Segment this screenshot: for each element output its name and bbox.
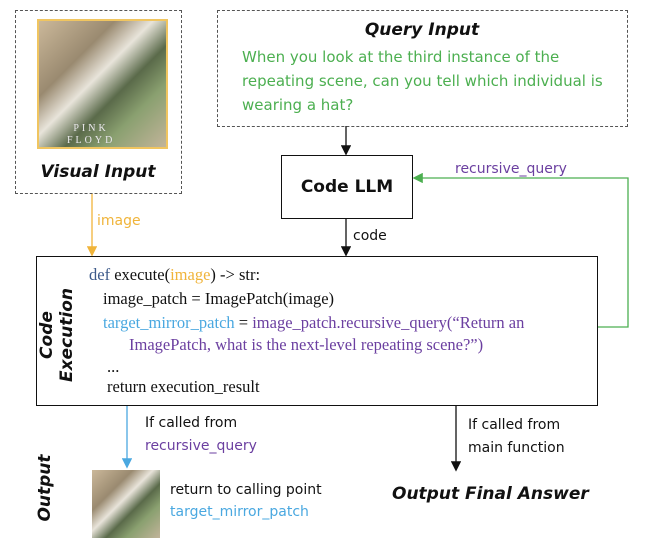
- assign: =: [234, 313, 253, 332]
- final-answer: Output Final Answer: [392, 484, 589, 504]
- target-var: target_mirror_patch: [103, 313, 235, 332]
- fn-rest: ) -> str:: [210, 265, 261, 284]
- query-input-box: Query Input When you look at the third i…: [217, 10, 628, 127]
- def-keyword: def: [89, 265, 111, 284]
- left-branch-line1: If called from: [145, 415, 238, 431]
- fn-name: execute(: [110, 265, 171, 284]
- visual-input-title: Visual Input: [40, 162, 156, 182]
- code-edge-label: code: [353, 228, 387, 244]
- query-input-title: Query Input: [364, 20, 480, 40]
- code-line-4: ImagePatch, what is the next-level repea…: [129, 335, 484, 354]
- code-line-5: ...: [107, 357, 120, 376]
- code-line-6: return execution_result: [107, 377, 260, 396]
- recursive-query-arrow: [412, 172, 629, 328]
- right-branch-line1: If called from: [468, 417, 561, 433]
- album-cover-text: PINK FLOYD: [67, 123, 116, 146]
- left-branch-line2: recursive_query: [145, 438, 257, 454]
- recursive-query-edge-label: recursive_query: [455, 161, 567, 177]
- code-line-2: image_patch = ImagePatch(image): [103, 289, 335, 308]
- code-llm-box: Code LLM: [281, 155, 413, 219]
- recursive-call: image_patch.recursive_query(“Return an: [252, 313, 525, 332]
- input-image: PINK FLOYD: [37, 19, 168, 149]
- code-line-1: def execute(image) -> str:: [89, 263, 260, 287]
- visual-input-box: PINK FLOYD Visual Input: [15, 10, 182, 194]
- right-branch-line2: main function: [468, 440, 565, 456]
- return-text: return to calling point: [170, 482, 322, 498]
- code-execution-title: Code Execution: [37, 287, 77, 383]
- code-execution-box: Code Execution def execute(image) -> str…: [36, 256, 598, 406]
- return-var: target_mirror_patch: [170, 504, 309, 520]
- query-text: When you look at the third instance of t…: [242, 48, 603, 114]
- output-title: Output: [35, 454, 55, 522]
- output-image-patch: [92, 470, 160, 538]
- image-edge-label: image: [97, 213, 141, 229]
- image-arg: image: [170, 265, 211, 284]
- code-line-3: target_mirror_patch = image_patch.recurs…: [103, 311, 524, 335]
